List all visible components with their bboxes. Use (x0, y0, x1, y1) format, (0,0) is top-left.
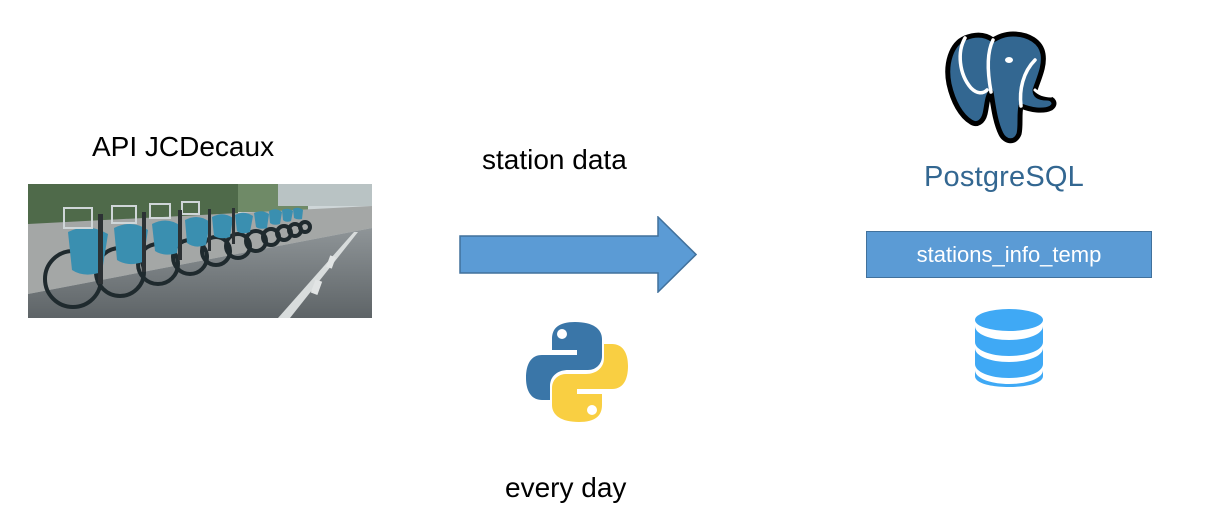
table-name-box: stations_info_temp (866, 231, 1152, 278)
python-logo-icon (526, 322, 628, 422)
frequency-label: every day (505, 472, 627, 503)
bike-station-photo (28, 184, 372, 318)
postgresql-elephant-icon (945, 31, 1057, 144)
api-source-title: API JCDecaux (92, 131, 275, 162)
flow-label: station data (482, 144, 627, 175)
right-arrow-icon (459, 216, 697, 293)
database-icon (975, 309, 1043, 387)
postgresql-wordmark: PostgreSQL (924, 161, 1084, 193)
